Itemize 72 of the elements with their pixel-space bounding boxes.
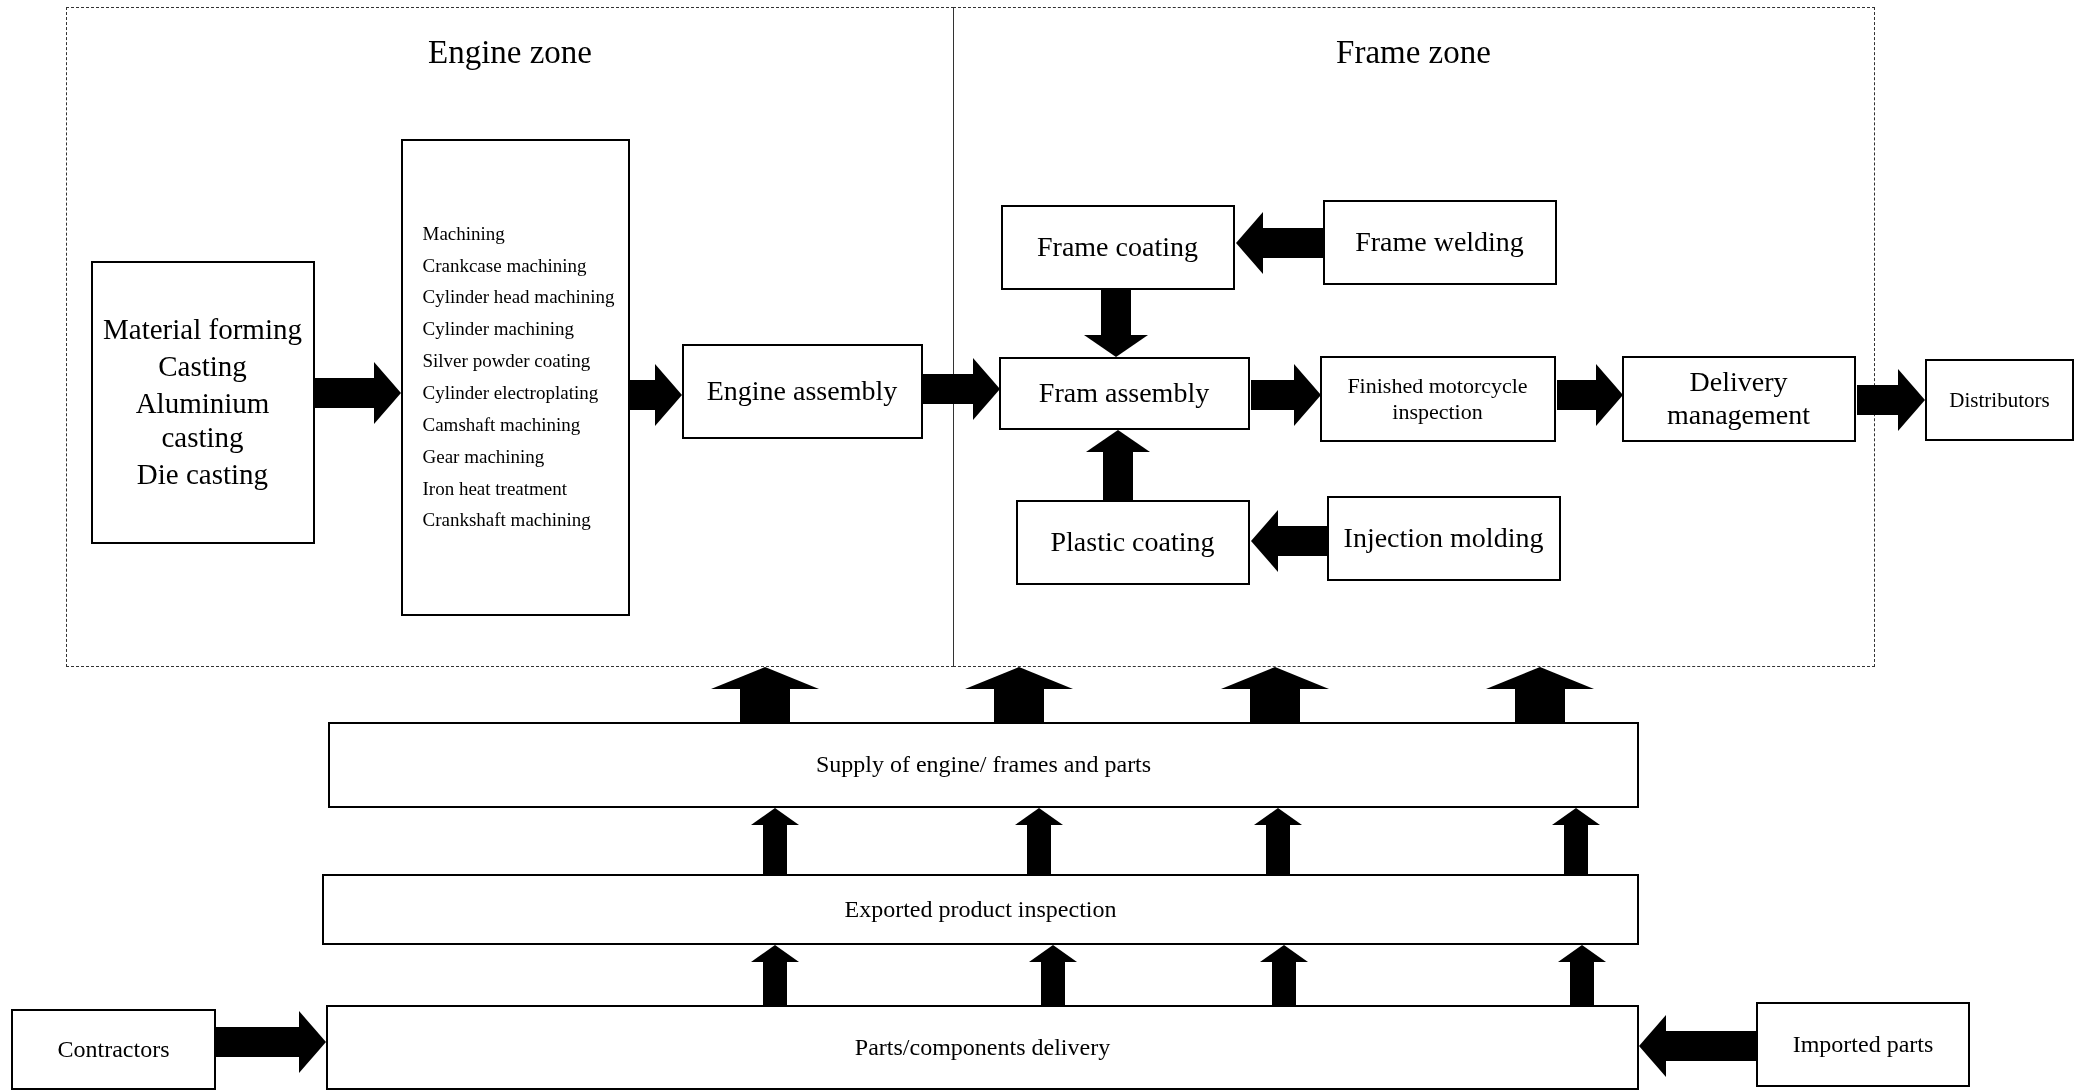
box-label: Contractors — [57, 1035, 170, 1064]
block-arrow — [1029, 945, 1077, 1005]
block-arrow — [1015, 808, 1063, 874]
process-step: Machining — [422, 222, 505, 245]
zone-title: Engine zone — [428, 34, 592, 71]
box-label: Finished motorcycle inspection — [1346, 373, 1529, 424]
process-step: Crankcase machining — [422, 254, 587, 277]
block-arrow — [1486, 667, 1594, 722]
process-box — [998, 356, 1250, 430]
block-arrow — [315, 362, 401, 424]
box-label: Injection molding — [1343, 521, 1544, 555]
process-step: Cylinder head machining — [422, 286, 615, 309]
box-label: Plastic coating — [1050, 525, 1215, 559]
block-arrow — [1086, 430, 1150, 500]
block-arrow — [751, 945, 799, 1005]
block-arrow — [1552, 808, 1600, 874]
block-arrow — [1639, 1015, 1756, 1077]
box-label: Aluminium casting — [134, 387, 271, 454]
process-box — [1322, 199, 1557, 285]
process-box — [326, 1005, 1639, 1090]
box-label: Exported product inspection — [844, 895, 1117, 924]
block-arrow — [1221, 667, 1329, 722]
zone-title: Frame zone — [1336, 34, 1491, 71]
process-step: Iron heat treatment — [422, 477, 568, 500]
process-box — [1621, 355, 1856, 442]
box-label: Material forming — [103, 312, 302, 346]
box-label: Imported parts — [1792, 1030, 1934, 1059]
block-arrow — [216, 1011, 326, 1073]
process-box — [322, 874, 1639, 945]
process-step: Cylinder machining — [422, 318, 574, 341]
block-arrow — [1236, 212, 1324, 274]
box-label: Engine assembly — [706, 374, 898, 408]
box-label: Frame welding — [1355, 225, 1524, 259]
block-arrow — [1254, 808, 1302, 874]
process-step: Silver powder coating — [422, 350, 591, 372]
process-box — [1319, 355, 1556, 442]
block-arrow — [1557, 364, 1623, 426]
box-label: Casting — [158, 350, 247, 384]
zone-panel — [66, 7, 954, 667]
box-label: Parts/components delivery — [854, 1033, 1111, 1062]
block-arrow — [1251, 510, 1328, 572]
box-label: Die casting — [136, 458, 269, 492]
process-box — [1015, 499, 1250, 585]
box-label: Frame coating — [1037, 230, 1198, 264]
process-box — [1000, 204, 1235, 290]
zone-panel — [953, 7, 1875, 667]
block-arrow — [751, 808, 799, 874]
process-step: Camshaft machining — [422, 413, 581, 436]
process-box — [681, 343, 923, 439]
block-arrow — [630, 364, 682, 426]
box-label: Delivery management — [1665, 366, 1812, 431]
process-box — [1326, 495, 1561, 581]
block-arrow — [1084, 290, 1148, 357]
process-box — [1756, 1002, 1970, 1087]
block-arrow — [1558, 945, 1606, 1005]
block-arrow — [965, 667, 1073, 722]
process-box — [90, 260, 315, 544]
process-box — [328, 722, 1639, 808]
block-arrow — [1260, 945, 1308, 1005]
box-label: Supply of engine/ frames and parts — [815, 751, 1152, 779]
block-arrow — [923, 358, 1000, 420]
process-step: Cylinder electroplating — [422, 382, 599, 404]
process-step: Crankshaft machining — [422, 509, 591, 532]
process-box — [1925, 359, 2074, 441]
process-step: Gear machining — [422, 445, 545, 468]
process-box — [400, 138, 630, 616]
box-label: Fram assembly — [1038, 376, 1210, 410]
block-arrow — [711, 667, 819, 722]
block-arrow — [1857, 369, 1925, 431]
box-label: Distributors — [1949, 387, 2050, 413]
block-arrow — [1251, 364, 1321, 426]
process-box — [11, 1009, 216, 1090]
